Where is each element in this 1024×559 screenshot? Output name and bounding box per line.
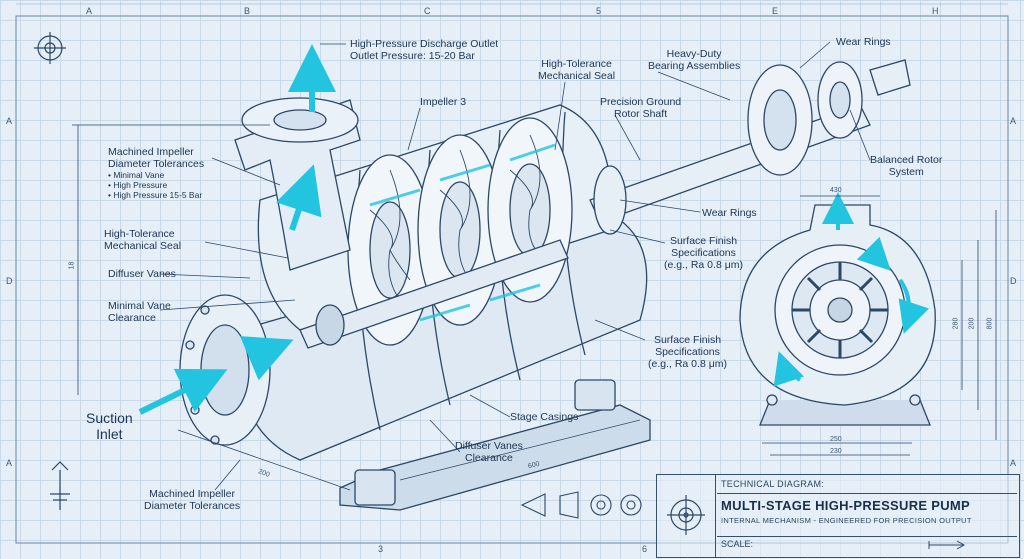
grid-ref: 6: [642, 544, 648, 554]
diagram-title: MULTI-STAGE HIGH-PRESSURE PUMP: [721, 498, 971, 513]
grid-ref: D: [6, 276, 13, 286]
grid-ref: A: [86, 6, 93, 16]
wear-rings-mid-label: Wear Rings: [702, 207, 757, 219]
diffuser-left-label: Diffuser Vanes: [108, 268, 176, 280]
grid-ref: A: [6, 116, 13, 126]
scale-arrow-icon: [928, 540, 966, 550]
projection-symbol-icon: [520, 491, 642, 519]
wear-rings-top-label: Wear Rings: [836, 36, 891, 48]
diagram-subtitle: INTERNAL MECHANISM - ENGINEERED FOR PREC…: [721, 516, 972, 525]
grid-ref: D: [1010, 276, 1017, 286]
grid-ref: 5: [596, 6, 602, 16]
crosshair-icon: [34, 32, 66, 64]
dim-280: 280: [952, 317, 960, 330]
dim-200-right: 200: [968, 317, 976, 330]
impeller3-label: Impeller 3: [420, 96, 467, 108]
title-block: TECHNICAL DIAGRAM: MULTI-STAGE HIGH-PRES…: [656, 474, 1020, 558]
grid-ref: A: [1010, 116, 1017, 126]
end-view: [739, 204, 936, 426]
title-block-logo: [657, 475, 716, 557]
crosshair-icon: [667, 495, 705, 535]
title-block-main: MULTI-STAGE HIGH-PRESSURE PUMP INTERNAL …: [717, 493, 1017, 537]
stage-casings-label: Stage Casings: [510, 411, 579, 423]
title-block-kicker: TECHNICAL DIAGRAM:: [721, 479, 825, 489]
dim-250: 250: [830, 436, 842, 443]
flow-arrows: [138, 44, 336, 415]
pump-body: [179, 59, 911, 511]
dim-430: 430: [830, 187, 842, 194]
dim-18: 18: [68, 261, 76, 270]
ground-symbol-icon: [50, 461, 70, 510]
grid-ref: A: [6, 458, 13, 468]
grid-ref: H: [932, 6, 939, 16]
grid-ref: C: [424, 6, 431, 16]
scale-label: SCALE:: [721, 539, 754, 549]
grid-ref: 3: [378, 544, 384, 554]
dim-800: 800: [986, 317, 994, 330]
grid-ref: A: [1010, 458, 1017, 468]
grid-ref: E: [772, 6, 779, 16]
grid-ref: B: [244, 6, 251, 16]
dim-230: 230: [830, 448, 842, 455]
